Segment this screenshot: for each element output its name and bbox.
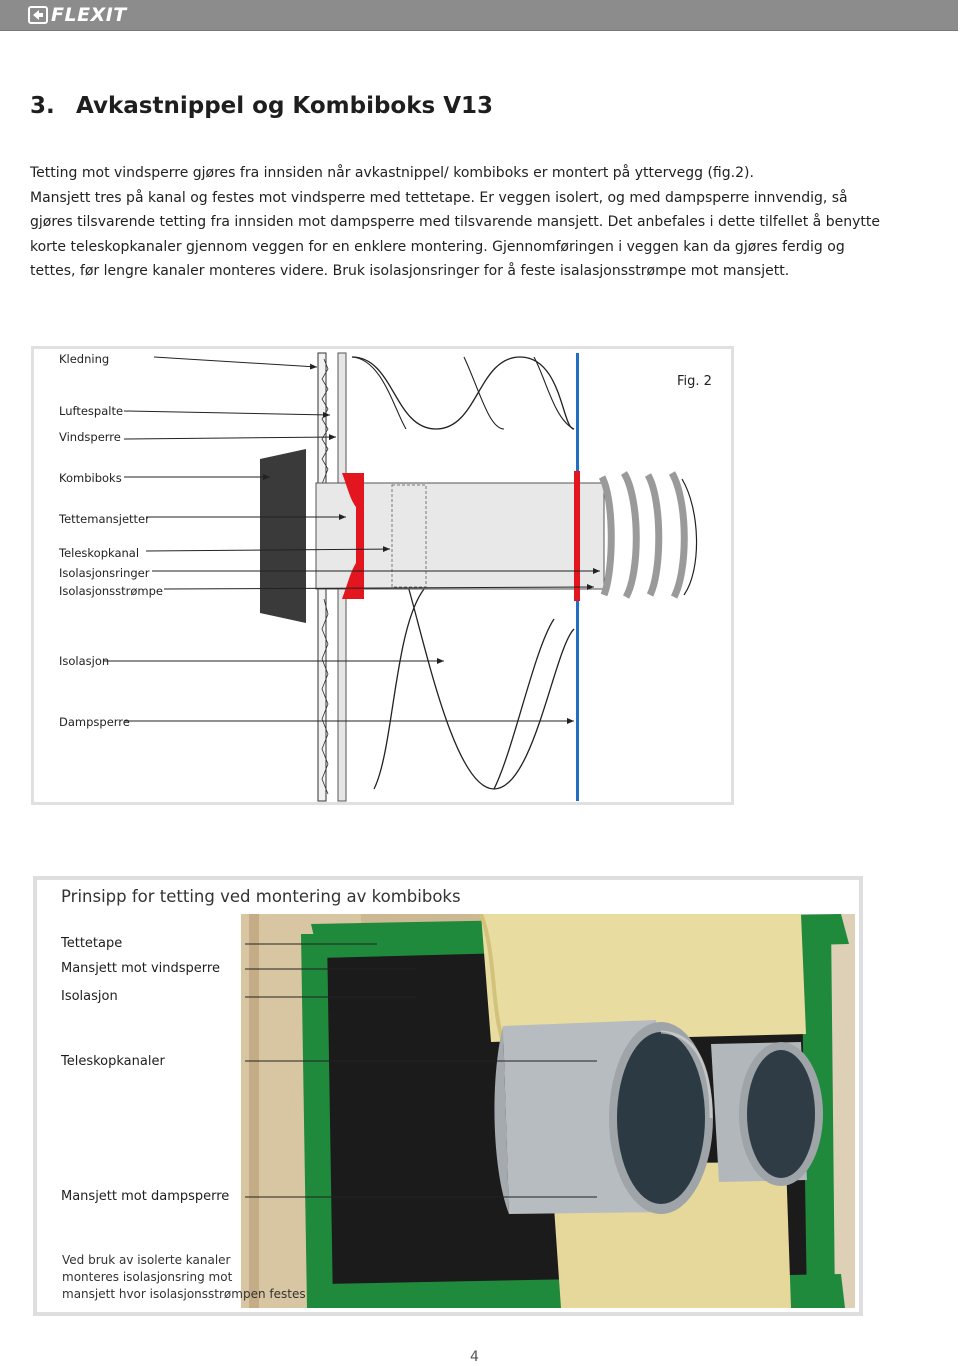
insulated-duct-note: Ved bruk av isolerte kanaler monteres is… — [62, 1252, 312, 1303]
section-title: Avkastnippel og Kombiboks V13 — [76, 93, 494, 119]
installation-photo — [241, 914, 855, 1308]
label-leaders — [104, 356, 600, 724]
intro-line: tettes, før lengre kanaler monteres vide… — [30, 263, 790, 279]
label-air-gap: Luftespalte — [59, 404, 124, 418]
figure-number: Fig. 2 — [677, 374, 712, 389]
sealing-principle-figure: Prinsipp for tetting ved montering av ko… — [33, 876, 863, 1316]
insulation-sleeve — [598, 471, 698, 599]
note-line: mansjett hvor isolasjonsstrømpen festes — [62, 1287, 306, 1301]
label-collar-wind-barrier: Mansjett mot vindsperre — [61, 961, 220, 976]
intro-line: Mansjett tres på kanal og festes mot vin… — [30, 189, 848, 206]
label-cladding: Kledning — [59, 352, 110, 366]
section-number: 3. — [30, 93, 55, 119]
label-sealing-tape: Tettetape — [61, 936, 123, 951]
label-combination-box: Kombiboks — [59, 471, 122, 485]
sealing-collar-vapour — [574, 471, 580, 601]
label-vapour-barrier: Dampsperre — [59, 715, 130, 729]
brand-logo: FLEXIT — [28, 3, 127, 27]
intro-line: gjøres tilsvarende tetting fra innsiden … — [30, 214, 880, 230]
duct-joint — [391, 484, 427, 588]
page-number: 4 — [470, 1349, 479, 1365]
label-telescopic-ducts: Teleskopkanaler — [61, 1054, 165, 1069]
label-insulation: Isolasjon — [59, 654, 110, 668]
figure-title: Prinsipp for tetting ved montering av ko… — [61, 887, 461, 906]
header-bar: FLEXIT — [0, 0, 958, 31]
section-heading: 3. Avkastnippel og Kombiboks V13 — [30, 93, 493, 119]
brand-name: FLEXIT — [51, 4, 127, 26]
intro-line: Tetting mot vindsperre gjøres fra innsid… — [30, 165, 754, 181]
label-insulation-rings: Isolasjonsringer — [59, 566, 150, 580]
label-collar-vapour-barrier: Mansjett mot dampsperre — [61, 1189, 230, 1204]
label-telescopic-duct: Teleskopkanal — [59, 546, 140, 560]
note-line: Ved bruk av isolerte kanaler — [62, 1253, 231, 1267]
flexit-arrow-logo-icon — [28, 6, 48, 24]
insulation-wave-top — [351, 356, 575, 430]
combination-box — [260, 449, 306, 623]
insulation-wave — [351, 356, 575, 790]
label-sealing-collars: Tettemansjetter — [59, 512, 150, 526]
label-wind-barrier: Vindsperre — [59, 430, 121, 444]
wall-section-drawing — [104, 352, 698, 802]
wall-section-figure: Fig. 2 Kledning Luftespalte Vindsperre K… — [31, 346, 734, 805]
sealing-collar-wind — [342, 473, 364, 599]
label-insulation: Isolasjon — [61, 989, 118, 1004]
intro-paragraph: Tetting mot vindsperre gjøres fra innsid… — [30, 161, 920, 284]
label-insulation-sleeve: Isolasjonsstrømpe — [59, 584, 164, 598]
intro-line: korte teleskopkanaler gjennom veggen for… — [30, 238, 845, 255]
note-line: monteres isolasjonsring mot — [62, 1270, 233, 1284]
